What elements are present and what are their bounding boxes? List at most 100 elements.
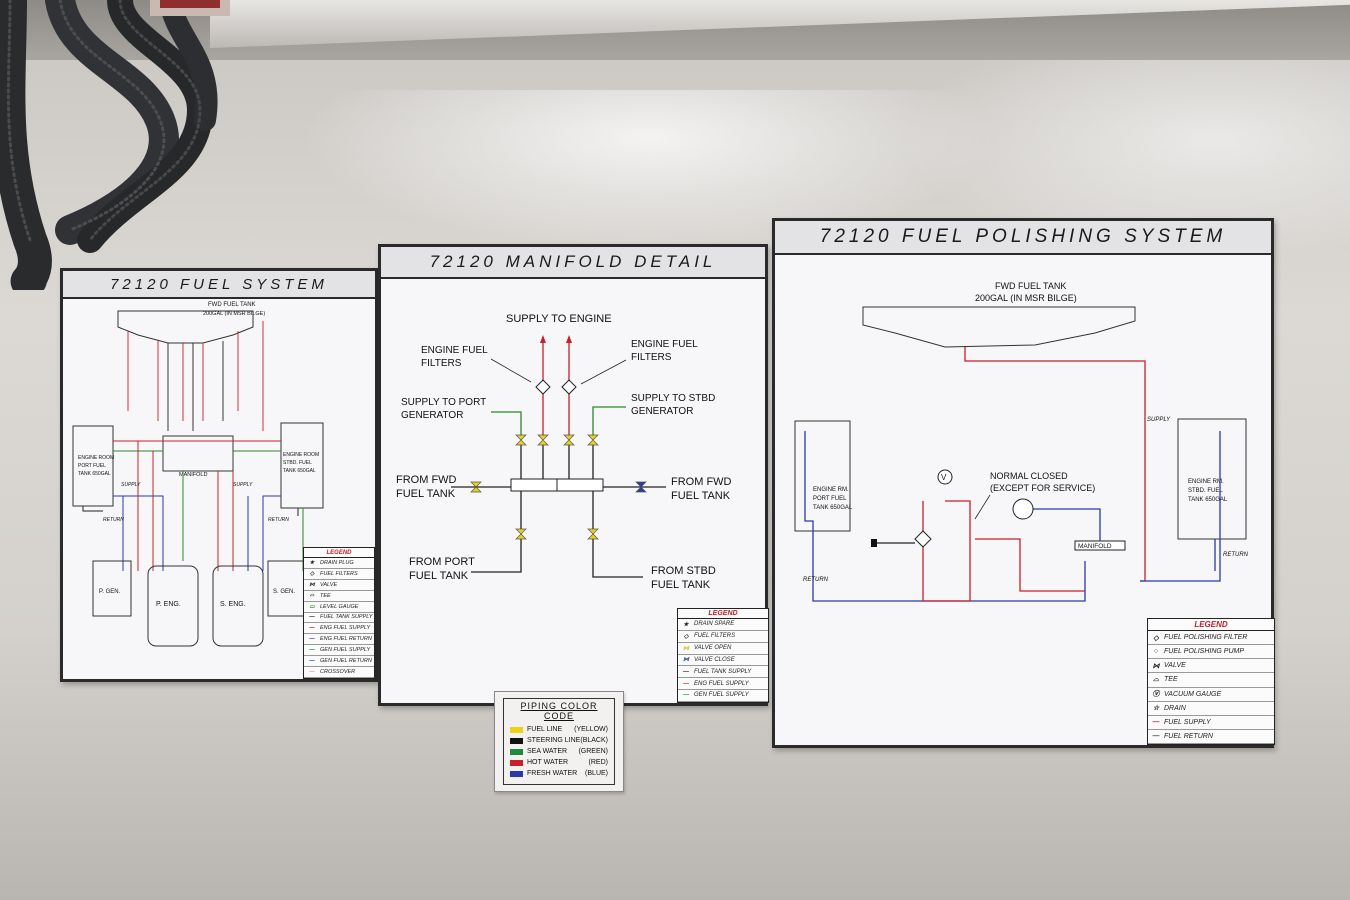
polishing-legend-list: ◇ FUEL POLISHING FILTER ○FUEL POLISHING PU… bbox=[1148, 631, 1274, 744]
legend-symbol-icon: ◇ bbox=[683, 633, 689, 640]
manifold-stbd-gen-1: SUPPLY TO STBD bbox=[631, 393, 715, 404]
polishing-return-left: RETURN bbox=[803, 577, 829, 583]
legend-label: FUEL POLISHING FILTER bbox=[1164, 634, 1248, 642]
legend-label: DRAIN PLUG bbox=[320, 559, 354, 566]
legend-label: GEN FUEL RETURN bbox=[320, 658, 372, 665]
manifold-fwd-right-1: FROM FWD bbox=[671, 476, 732, 488]
manifold-detail-legend: LEGEND ★DRAIN SPARE◇FUEL FILTERS⋈VALVE O… bbox=[677, 608, 769, 703]
fuel-system-s-eng: S. ENG. bbox=[220, 601, 246, 608]
color-code-row: STEERING LINE(BLACK) bbox=[510, 735, 608, 746]
legend-row: ○FUEL POLISHING PUMP bbox=[1148, 645, 1274, 660]
legend-row: ⋈VALVE bbox=[304, 580, 374, 591]
polishing-port-tank-2: PORT FUEL bbox=[813, 496, 847, 502]
fuel-system-stbd-tank-2: STBD. FUEL bbox=[283, 460, 312, 466]
legend-row: ⌓TEE bbox=[304, 591, 374, 602]
legend-symbol-icon: — bbox=[309, 625, 315, 632]
color-code-row: FRESH WATER(BLUE) bbox=[510, 768, 608, 779]
legend-symbol-icon: — bbox=[1152, 718, 1160, 726]
polishing-normal-closed-2: (EXCEPT FOR SERVICE) bbox=[990, 483, 1095, 493]
legend-symbol-icon: ◇ bbox=[309, 570, 315, 577]
legend-symbol-icon: Ⓥ bbox=[1152, 691, 1160, 699]
polishing-stbd-tank-3: TANK 650GAL bbox=[1188, 497, 1228, 503]
legend-symbol-icon: ○ bbox=[1153, 648, 1159, 656]
legend-symbol-icon: ⌓ bbox=[309, 592, 315, 599]
fuel-system-stbd-tank-1: ENGINE ROOM bbox=[283, 452, 319, 458]
legend-symbol-icon: — bbox=[683, 680, 689, 687]
polishing-diagram: FWD FUEL TANK 200GAL (IN MSR BILGE) SUPP… bbox=[794, 281, 1249, 602]
legend-symbol-icon: ⋈ bbox=[683, 657, 689, 664]
legend-symbol-icon: ◇ bbox=[1153, 634, 1159, 642]
cable-bundle bbox=[0, 0, 230, 290]
polishing-title: 72120 FUEL POLISHING SYSTEM bbox=[775, 221, 1271, 255]
legend-row: ◇FUEL FILTERS bbox=[304, 569, 374, 580]
fuel-system-tank-label: FWD FUEL TANK bbox=[208, 302, 256, 308]
legend-label: FUEL FILTERS bbox=[694, 633, 736, 640]
fuel-system-port-tank-2: PORT FUEL bbox=[78, 463, 106, 469]
manifold-filters-right-1: ENGINE FUEL bbox=[631, 339, 698, 350]
manifold-filters-right-2: FILTERS bbox=[631, 352, 672, 363]
legend-label: DRAIN bbox=[1164, 704, 1186, 712]
legend-row: ★DRAIN PLUG bbox=[304, 558, 374, 569]
legend-row: — CROSSOVER bbox=[304, 667, 374, 678]
polishing-vacuum-gauge: V bbox=[941, 473, 947, 482]
color-code-name: STEERING LINE bbox=[527, 737, 581, 744]
fuel-system-supply-left: SUPPLY bbox=[121, 482, 141, 488]
color-code-color-word: (BLACK) bbox=[580, 737, 608, 744]
fuel-system-panel: 72120 FUEL SYSTEM FWD FUEL TANK 200GAL (… bbox=[60, 268, 378, 682]
color-code-name: SEA WATER bbox=[527, 748, 568, 755]
polishing-legend: LEGEND ◇FUEL POLISHING FILTER○FUEL POLIS… bbox=[1147, 618, 1275, 745]
manifold-detail-title: 72120 MANIFOLD DETAIL bbox=[381, 247, 765, 279]
polishing-stbd-tank-1: ENGINE RM. bbox=[1188, 479, 1224, 485]
legend-label: GEN FUEL SUPPLY bbox=[320, 647, 371, 654]
legend-row: — GEN FUEL RETURN bbox=[304, 656, 374, 668]
legend-row: ⋈ VALVE CLOSE bbox=[678, 655, 768, 667]
legend-symbol-icon: ⋈ bbox=[683, 645, 689, 652]
legend-row: — GEN FUEL SUPPLY bbox=[304, 645, 374, 657]
legend-row: —FUEL TANK SUPPLY bbox=[304, 613, 374, 624]
color-code-color-word: (RED) bbox=[588, 759, 608, 766]
legend-label: CROSSOVER bbox=[320, 669, 356, 676]
legend-row: ◇ FUEL FILTERS bbox=[678, 631, 768, 643]
legend-label: VALVE CLOSE bbox=[694, 656, 735, 663]
color-code-rows: FUEL LINE(YELLOW)STEERING LINE(BLACK)SEA… bbox=[510, 724, 608, 779]
color-code-title: PIPING COLOR CODE bbox=[520, 701, 598, 721]
manifold-fwd-left-2: FUEL TANK bbox=[396, 488, 456, 500]
color-swatch bbox=[510, 726, 523, 733]
legend-symbol-icon: — bbox=[309, 658, 315, 665]
fuel-system-port-tank-1: ENGINE ROOM bbox=[78, 455, 114, 461]
manifold-detail-diagram: SUPPLY TO ENGINE ENGINE FUEL FILTERS ENG… bbox=[396, 313, 732, 591]
fuel-system-return-left: RETURN bbox=[103, 517, 124, 523]
legend-symbol-icon: — bbox=[1152, 732, 1160, 740]
color-code-row: FUEL LINE(YELLOW) bbox=[510, 724, 608, 735]
legend-symbol-icon: ▭ bbox=[309, 603, 315, 610]
manifold-detail-legend-title: LEGEND bbox=[678, 609, 768, 619]
legend-row: ☆ DRAIN bbox=[1148, 702, 1274, 716]
polishing-supply-label: SUPPLY bbox=[1147, 417, 1171, 423]
legend-symbol-icon: — bbox=[309, 636, 315, 643]
legend-label: FUEL TANK SUPPLY bbox=[694, 668, 752, 675]
fuel-system-p-eng: P. ENG. bbox=[156, 601, 181, 608]
manifold-filters-left-1: ENGINE FUEL bbox=[421, 345, 488, 356]
piping-color-code-label: PIPING COLOR CODE FUEL LINE(YELLOW)STEER… bbox=[494, 691, 624, 792]
legend-symbol-icon: — bbox=[309, 669, 315, 676]
legend-row: ▭ LEVEL GAUGE bbox=[304, 602, 374, 613]
manifold-from-port-2: FUEL TANK bbox=[409, 570, 469, 582]
color-code-color-word: (BLUE) bbox=[585, 770, 608, 777]
color-swatch bbox=[510, 737, 523, 744]
legend-label: FUEL RETURN bbox=[1164, 732, 1213, 740]
legend-symbol-icon: ⋈ bbox=[309, 581, 315, 588]
polishing-stbd-tank-2: STBD. FUEL bbox=[1188, 488, 1223, 494]
legend-symbol-icon: — bbox=[309, 647, 315, 654]
legend-symbol-icon: — bbox=[683, 668, 689, 675]
legend-label: TEE bbox=[1164, 676, 1178, 684]
legend-row: —ENG FUEL SUPPLY bbox=[304, 623, 374, 635]
legend-label: LEVEL GAUGE bbox=[320, 603, 359, 610]
legend-symbol-icon: ☆ bbox=[1152, 705, 1160, 713]
legend-row: ⋈VALVE bbox=[1148, 659, 1274, 674]
color-swatch bbox=[510, 770, 523, 777]
color-code-color-word: (GREEN) bbox=[578, 748, 608, 755]
legend-row: — ENG FUEL SUPPLY bbox=[678, 678, 768, 691]
polishing-port-tank-3: TANK 650GAL bbox=[813, 505, 853, 511]
polishing-panel: 72120 FUEL POLISHING SYSTEM FWD FUEL TAN… bbox=[772, 218, 1275, 748]
legend-label: ENG FUEL SUPPLY bbox=[694, 680, 749, 687]
